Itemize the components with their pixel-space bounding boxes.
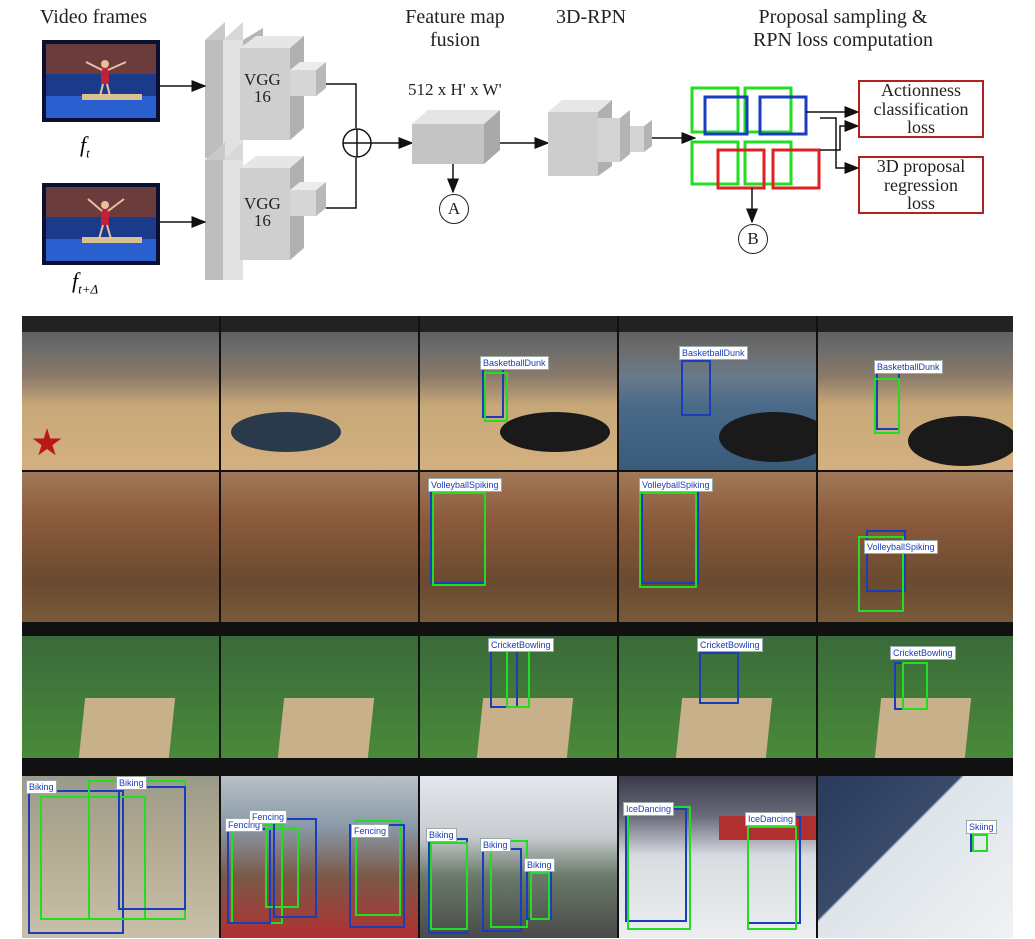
detection-label: IceDancing — [745, 812, 797, 826]
grid-cell — [221, 472, 418, 622]
detection-label: VolleyballSpiking — [864, 540, 938, 554]
grid-cell: Fencing Fencing Fencing — [221, 776, 418, 938]
detection-label: BasketballDunk — [480, 356, 549, 370]
grid-cell: Biking Biking Biking — [420, 776, 617, 938]
vgg-block-a — [205, 22, 326, 158]
detection-label: BasketballDunk — [679, 346, 748, 360]
grid-cell — [221, 636, 418, 758]
grid-cell: VolleyballSpiking — [818, 472, 1013, 622]
node-b: B — [738, 224, 768, 254]
grid-cell: CricketBowling — [619, 636, 816, 758]
diagram-graphics — [160, 22, 860, 280]
detection-label: Fencing — [351, 824, 390, 838]
results-grid: BasketballDunk BasketballDunk Basketball… — [22, 316, 1013, 938]
rpn3d-label: 3D-RPN — [556, 6, 627, 28]
vgg-block-b — [205, 142, 326, 280]
video-frames-label: Video frames — [40, 6, 148, 28]
feature-map-block — [412, 110, 500, 164]
rpn3d-block — [548, 100, 652, 176]
grid-cell: Biking Biking — [22, 776, 219, 938]
grid-cell: CricketBowling — [420, 636, 617, 758]
detection-label: CricketBowling — [488, 638, 554, 652]
frame-t-label: ft — [80, 132, 90, 161]
proposal-sampling-label: Proposal sampling &RPN loss computation — [752, 6, 933, 51]
detection-label: CricketBowling — [890, 646, 956, 660]
grid-cell — [22, 316, 219, 470]
detection-label: Biking — [26, 780, 57, 794]
grid-cell: VolleyballSpiking — [619, 472, 816, 622]
detection-label: Skiing — [966, 820, 997, 834]
proposal-boxes — [690, 86, 821, 190]
grid-cell — [22, 636, 219, 758]
grid-cell: BasketballDunk — [619, 316, 816, 470]
detection-label: CricketBowling — [697, 638, 763, 652]
grid-cell: CricketBowling — [818, 636, 1013, 758]
detection-label: Fencing — [249, 810, 288, 824]
grid-cell — [22, 472, 219, 622]
detection-label: Biking — [426, 828, 457, 842]
frame-t-delta-label: ft+Δ — [72, 268, 99, 297]
grid-cell: Skiing — [818, 776, 1013, 938]
grid-cell: BasketballDunk — [420, 316, 617, 470]
node-a: A — [439, 194, 469, 224]
detection-label: Biking — [116, 776, 147, 790]
grid-cell — [221, 316, 418, 470]
grid-cell: BasketballDunk — [818, 316, 1013, 470]
feature-dims-label: 512 x H' x W' — [408, 80, 502, 99]
frame-thumbnail-t — [42, 40, 160, 122]
grid-cell: VolleyballSpiking — [420, 472, 617, 622]
detection-label: Biking — [480, 838, 511, 852]
detection-label: VolleyballSpiking — [428, 478, 502, 492]
grid-cell: IceDancing IceDancing — [619, 776, 816, 938]
detection-label: VolleyballSpiking — [639, 478, 713, 492]
detection-label: IceDancing — [623, 802, 675, 816]
frame-thumbnail-t-delta — [42, 183, 160, 265]
detection-label: BasketballDunk — [874, 360, 943, 374]
detection-label: Biking — [524, 858, 555, 872]
